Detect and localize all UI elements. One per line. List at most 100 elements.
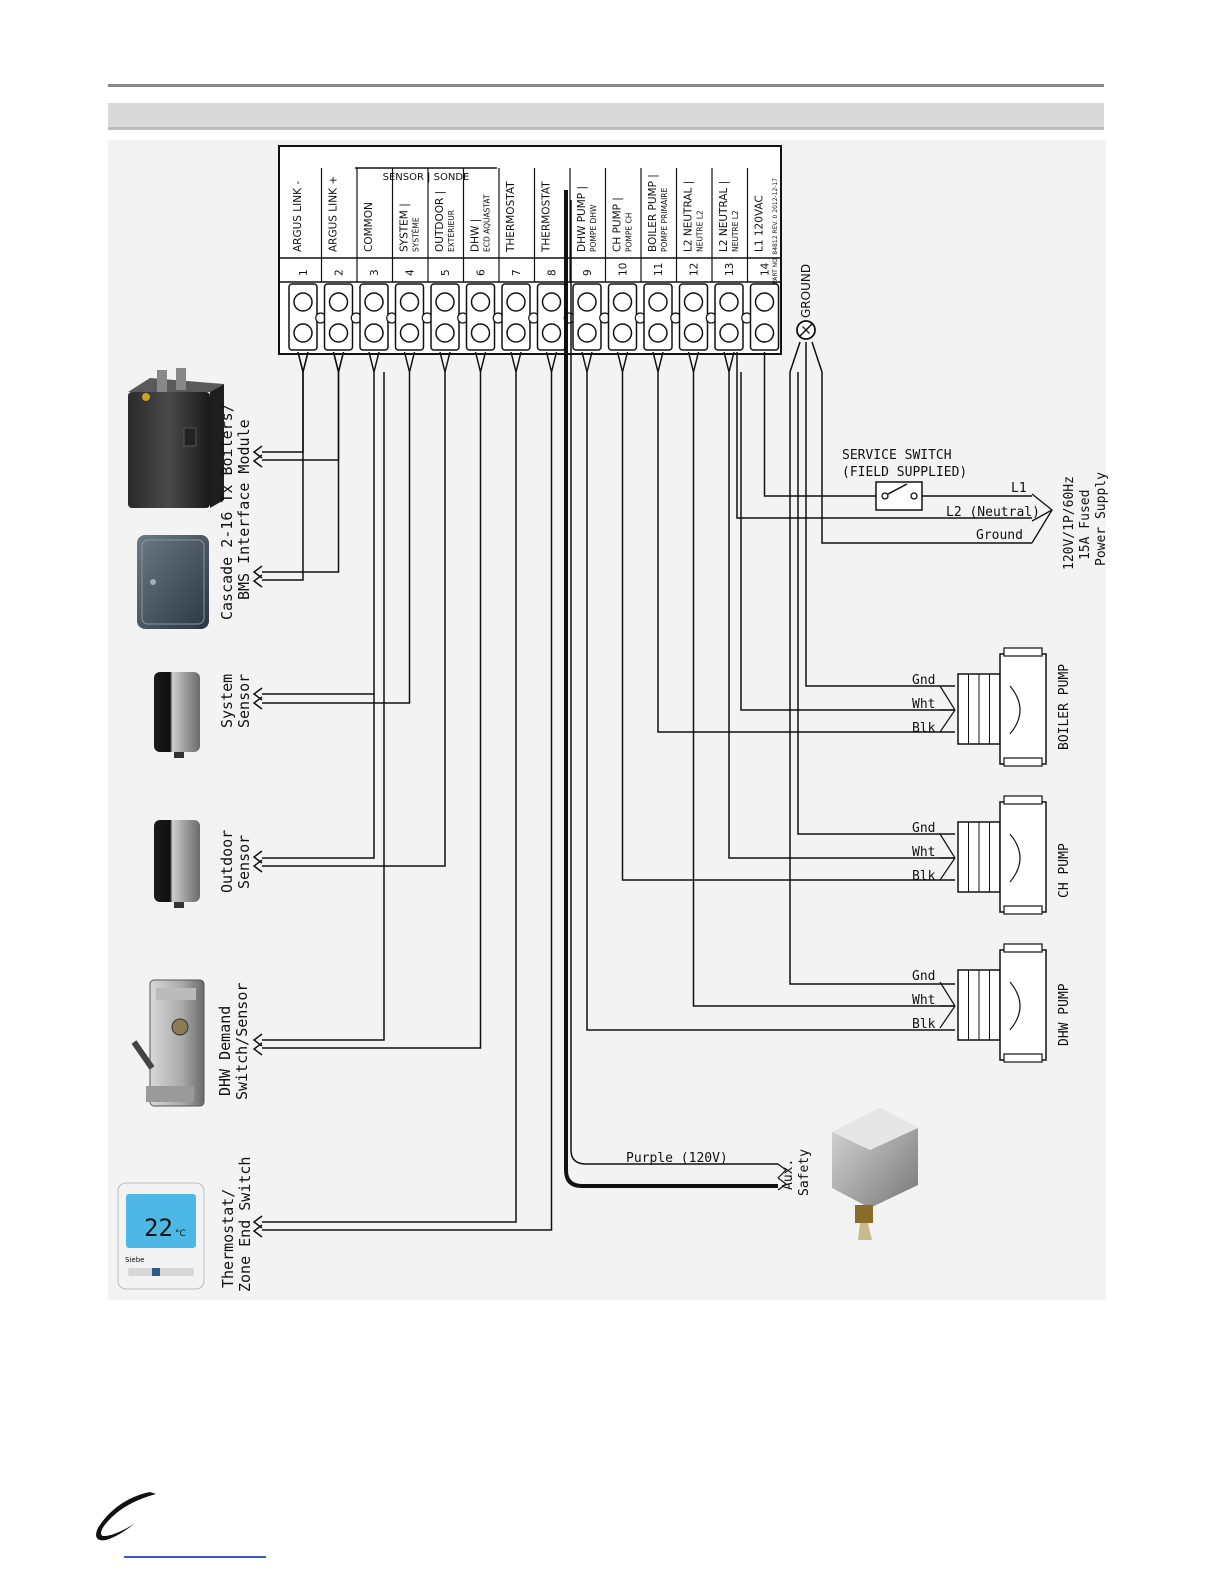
screw-icon xyxy=(470,292,491,312)
dhw-aquastat-image xyxy=(131,979,205,1107)
cascade-label-1: Cascade 2-16 Tx Boilers/ xyxy=(218,403,236,620)
wire-connector xyxy=(252,445,263,468)
wire-terminal-13 xyxy=(723,351,955,859)
service-switch-label-2: (FIELD SUPPLIED) xyxy=(842,465,967,480)
terminal-sublabel: SYSTÈME xyxy=(412,217,421,252)
screw-icon xyxy=(293,292,313,312)
sensor-group-label: SENSOR | SONDE xyxy=(383,172,470,183)
screw-icon xyxy=(435,323,455,343)
screw-icon xyxy=(754,323,775,343)
wire-grounds xyxy=(789,341,1032,985)
aquastat-icon xyxy=(149,979,205,1107)
screw-icon xyxy=(506,292,526,312)
terminal-sublabel: EXTÉRIEUR xyxy=(447,210,456,252)
screw-icon xyxy=(683,292,704,312)
ground-label: GROUND xyxy=(799,264,813,318)
wire-terminal-10 xyxy=(616,351,955,881)
wire-connector xyxy=(252,850,263,873)
wire-connector xyxy=(252,1215,263,1238)
l1-label: L1 xyxy=(1011,481,1027,496)
screw-icon xyxy=(719,323,739,343)
aux-wire-label: Purple (120V) xyxy=(626,1151,728,1166)
footer-link-underline[interactable] xyxy=(124,1556,266,1558)
thermostat-buttons xyxy=(128,1268,194,1276)
terminal-number: 9 xyxy=(582,269,594,276)
aux-connector xyxy=(777,1163,787,1191)
wire-terminal-11 xyxy=(652,351,955,733)
screw-icon xyxy=(719,292,739,312)
pump-volute-icon xyxy=(999,653,1047,765)
power-supply-junction xyxy=(1031,493,1054,544)
wire-terminal-4 xyxy=(262,351,416,704)
terminal-label: COMMON xyxy=(363,202,375,252)
wire-l2 xyxy=(736,352,1032,519)
terminal-number: 11 xyxy=(653,263,665,276)
wire-l1 xyxy=(763,352,1032,497)
wire-terminal-6 xyxy=(262,351,487,1049)
system-sensor-label-1: System xyxy=(218,674,236,728)
screw-icon xyxy=(541,292,562,312)
bms-module-image xyxy=(137,535,209,629)
ground-screw: GROUND xyxy=(796,264,816,340)
wire-terminal-5 xyxy=(262,351,451,867)
wire-terminal-2 xyxy=(262,351,345,573)
pump-volute-icon xyxy=(999,949,1047,1061)
outdoor-sensor-image xyxy=(154,820,200,908)
terminal-number: 10 xyxy=(618,263,630,276)
pump-volute-icon xyxy=(999,801,1047,913)
wire-terminal-3 xyxy=(262,351,380,695)
screw-icon xyxy=(612,292,633,312)
brand-logo xyxy=(96,1492,156,1541)
terminal-number: 7 xyxy=(511,269,523,276)
terminal-2: ARGUS LINK +2 xyxy=(320,168,362,351)
terminal-sublabel: POMPE DHW xyxy=(589,204,598,252)
terminal-number: 2 xyxy=(334,269,346,276)
pump-wire-label: Blk xyxy=(912,869,936,884)
screw-icon xyxy=(683,323,704,343)
terminal-number: 3 xyxy=(369,269,381,276)
supply-label-3: Power Supply xyxy=(1094,472,1109,566)
aux-safety-device-image xyxy=(832,1108,918,1240)
device-labels: Cascade 2-16 Tx Boilers/ BMS Interface M… xyxy=(216,403,254,1292)
screw-icon xyxy=(364,292,384,312)
aux-label-1: Aux. xyxy=(781,1159,796,1190)
pump-name: DHW PUMP xyxy=(1057,983,1072,1046)
wire-terminal-1 xyxy=(262,351,309,581)
terminal-label: ARGUS LINK - xyxy=(292,181,304,252)
boiler-icon xyxy=(128,392,210,508)
screw-icon xyxy=(293,323,313,343)
screw-icon xyxy=(648,323,668,343)
sensor-icon xyxy=(154,672,200,752)
screw-icon xyxy=(577,292,597,312)
pump-wire-label: Wht xyxy=(912,993,935,1008)
terminal-label: CH PUMP | xyxy=(612,197,624,252)
pump-wire-label: Gnd xyxy=(912,969,935,984)
wire-connector xyxy=(252,565,263,588)
terminal-label: DHW | xyxy=(470,219,482,252)
terminal-label: L2 NEUTRAL | xyxy=(683,181,695,252)
pump-wire-label: Gnd xyxy=(912,673,935,688)
screw-icon xyxy=(754,292,775,312)
supply-label-1: 120V/1P/60Hz xyxy=(1062,476,1077,570)
outdoor-sensor-label-1: Outdoor xyxy=(218,830,236,893)
pump-wire-label: Wht xyxy=(912,845,935,860)
pump-wire-label: Wht xyxy=(912,697,935,712)
wire-terminal-8 xyxy=(262,351,558,1231)
pump-name: CH PUMP xyxy=(1057,843,1072,898)
terminal-label: THERMOSTAT xyxy=(505,181,517,253)
screw-icon xyxy=(506,323,526,343)
top-rule xyxy=(108,84,1104,87)
terminal-3: COMMON 3 xyxy=(356,168,398,351)
dhw-demand-label-1: DHW Demand xyxy=(216,1006,234,1096)
terminal-label: DHW PUMP | xyxy=(576,186,588,252)
wire-terminal-9 xyxy=(581,351,955,1031)
system-sensor-label-2: Sensor xyxy=(235,674,253,728)
